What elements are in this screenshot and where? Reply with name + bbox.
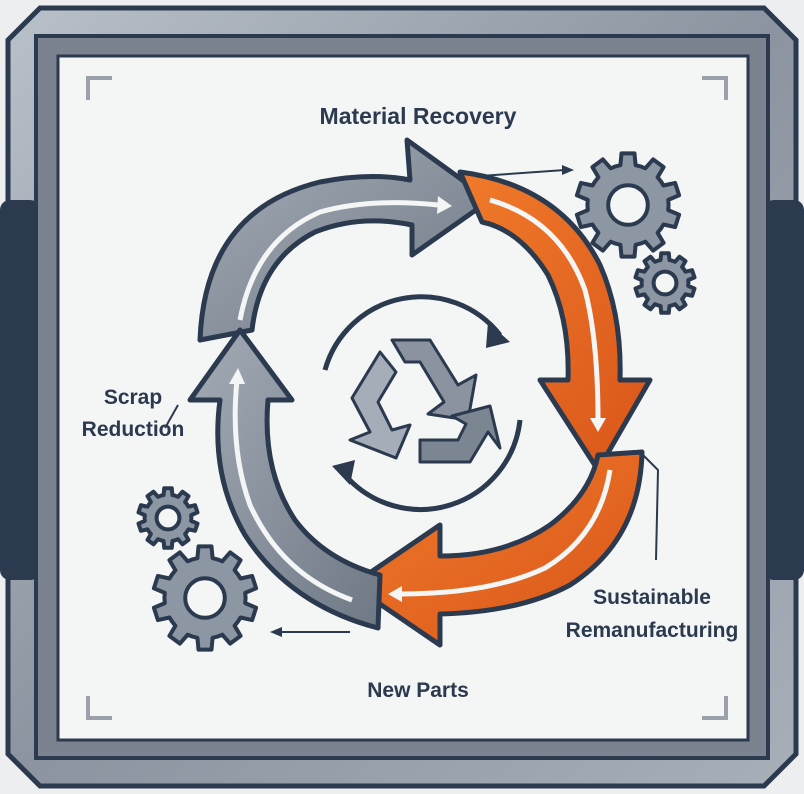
label-scrap: Scrap bbox=[104, 386, 162, 409]
label-new-parts: New Parts bbox=[367, 679, 469, 702]
arrow-material-recovery bbox=[197, 137, 493, 343]
connector-lines bbox=[164, 165, 660, 637]
gear-icon bbox=[574, 151, 682, 259]
gear-icon bbox=[633, 251, 697, 315]
recycle-icon bbox=[348, 338, 502, 464]
gear-icon bbox=[136, 486, 200, 550]
gear-icon bbox=[151, 544, 259, 652]
label-reduction: Reduction bbox=[82, 418, 185, 441]
inner-cycle bbox=[322, 294, 523, 512]
label-remanufacturing: Remanufacturing bbox=[566, 619, 739, 642]
arrow-scrap-reduction bbox=[187, 327, 383, 631]
arrow-new-parts bbox=[349, 449, 645, 648]
label-material-recovery: Material Recovery bbox=[320, 103, 517, 129]
arrow-sustainable-remanufacturing bbox=[457, 169, 653, 473]
label-sustainable: Sustainable bbox=[593, 586, 711, 609]
